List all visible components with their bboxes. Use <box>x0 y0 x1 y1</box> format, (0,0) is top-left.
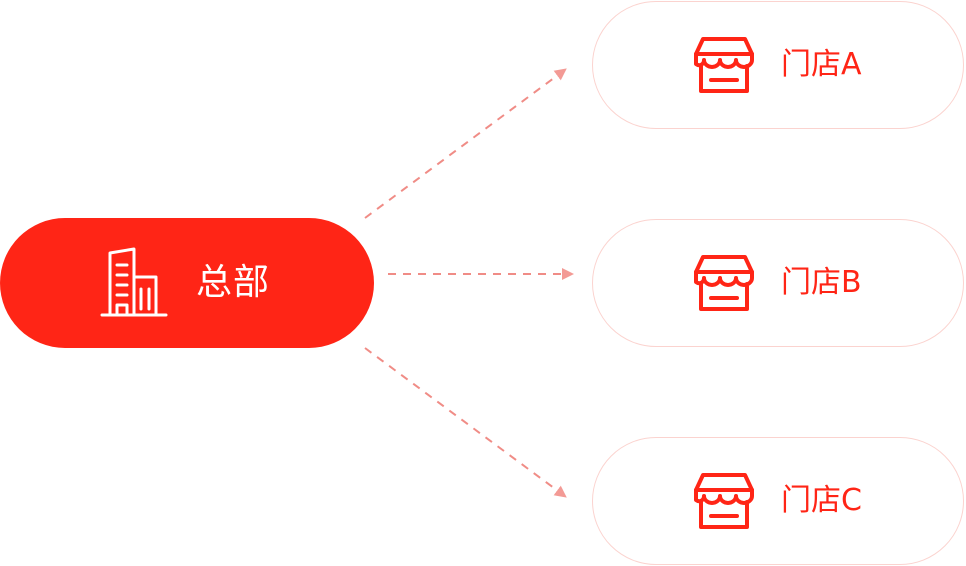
store-label-a: 门店A <box>781 47 862 82</box>
store-node-b: 门店B <box>592 219 964 347</box>
store-label-b: 门店B <box>781 265 862 300</box>
arrow-to-store-c <box>364 347 567 498</box>
storefront-icon <box>694 255 754 311</box>
store-label-c: 门店C <box>781 483 862 518</box>
storefront-icon <box>694 37 754 93</box>
store-node-a: 门店A <box>592 1 964 129</box>
arrow-to-store-a <box>364 68 567 219</box>
headquarters-label: 总部 <box>196 262 271 303</box>
storefront-icon <box>694 473 754 529</box>
headquarters-node: 总部 <box>0 218 374 348</box>
building-icon <box>100 247 168 317</box>
store-node-c: 门店C <box>592 437 964 565</box>
